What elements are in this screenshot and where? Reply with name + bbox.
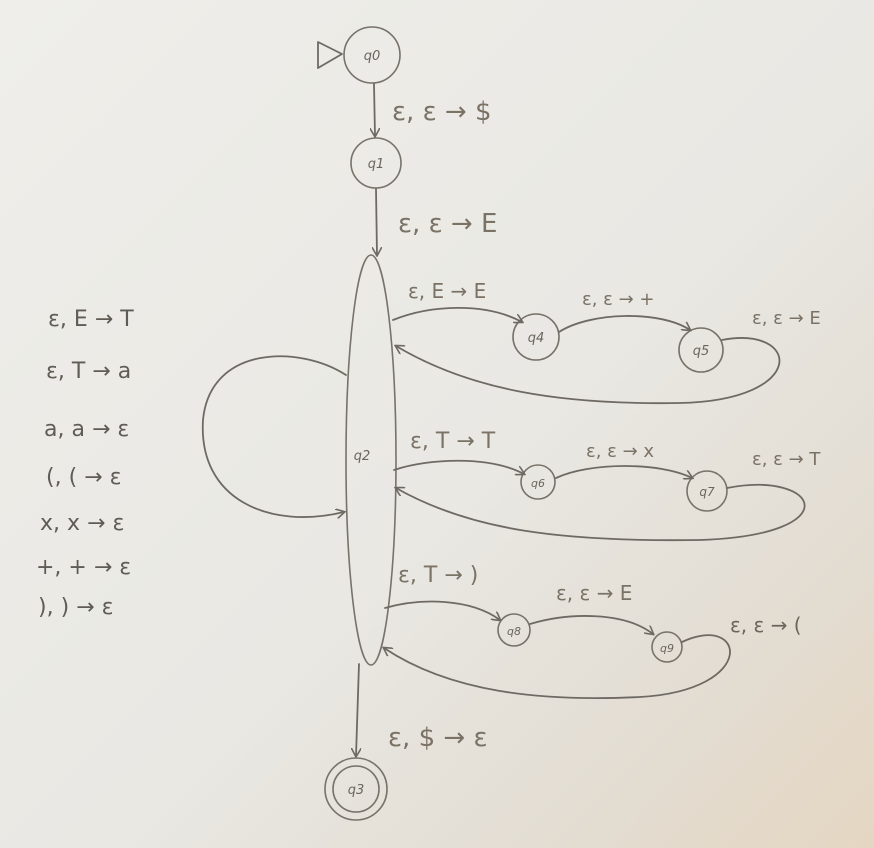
label-q9-q2: ε, ε → (: [730, 613, 802, 637]
self-loop-rule: ), ) → ε: [38, 595, 113, 620]
label-q2-q6: ε, T → T: [410, 429, 496, 454]
state-q4: q4: [512, 313, 560, 361]
start-arrow-icon: [317, 41, 343, 69]
state-q1-label: q1: [368, 157, 385, 172]
self-loop-rule: (, ( → ε: [46, 465, 121, 490]
state-q3-label: q3: [348, 783, 365, 798]
label-q2-q4: ε, E → E: [408, 279, 486, 303]
label-q0-q1: ε, ε → $: [392, 97, 492, 127]
edge-q8-q9: [529, 615, 653, 634]
edge-q2-q8: [384, 600, 500, 620]
edge-q4-q5: [558, 315, 690, 333]
label-q8-q9: ε, ε → E: [556, 581, 632, 605]
state-q6-label: q6: [531, 477, 545, 490]
self-loop-rule: x, x → ε: [40, 511, 124, 536]
state-q3-accepting: q3: [324, 757, 388, 821]
label-q2-q8: ε, T → ): [398, 563, 478, 588]
state-q8-label: q8: [507, 625, 521, 638]
edge-q7-q2: [396, 483, 806, 542]
edge-q2-q6: [393, 459, 524, 474]
state-q7: q7: [686, 470, 728, 512]
state-q2-label: q2: [354, 449, 371, 464]
label-q6-q7: ε, ε → x: [586, 441, 654, 462]
state-q8: q8: [497, 613, 531, 647]
label-q4-q5: ε, ε → +: [582, 289, 655, 310]
self-loop-rule-list: ε, E → T ε, T → a a, a → ε (, ( → ε x, x…: [36, 307, 134, 620]
edge-q2-q3: [356, 663, 359, 756]
edge-q2-self-loop: [202, 355, 347, 517]
state-q4-label: q4: [528, 331, 545, 346]
label-q2-q3: ε, $ → ε: [388, 723, 488, 753]
state-q9: q9: [651, 631, 683, 663]
state-q9-label: q9: [660, 642, 674, 655]
self-loop-rule: +, + → ε: [36, 555, 131, 580]
state-q0: q0: [343, 26, 401, 84]
label-q7-q2: ε, ε → T: [752, 449, 821, 470]
state-q6: q6: [520, 464, 556, 500]
state-q5: q5: [678, 327, 724, 373]
self-loop-rule: ε, E → T: [48, 307, 134, 332]
self-loop-rule: ε, T → a: [46, 359, 131, 384]
edge-q2-q4: [392, 306, 522, 322]
state-q2: q2: [345, 254, 397, 666]
edge-q6-q7: [555, 465, 692, 478]
edge-q1-q2: [376, 188, 377, 255]
state-q0-label: q0: [364, 49, 381, 64]
state-q1: q1: [350, 137, 402, 189]
state-q5-label: q5: [693, 344, 710, 359]
state-q7-label: q7: [699, 485, 715, 499]
label-q1-q2: ε, ε → E: [398, 209, 497, 239]
label-q5-q2: ε, ε → E: [752, 308, 821, 329]
edge-q9-q2: [384, 634, 731, 700]
edge-q5-q2: [396, 337, 781, 405]
edge-q0-q1: [374, 83, 375, 136]
self-loop-rule: a, a → ε: [44, 417, 129, 442]
